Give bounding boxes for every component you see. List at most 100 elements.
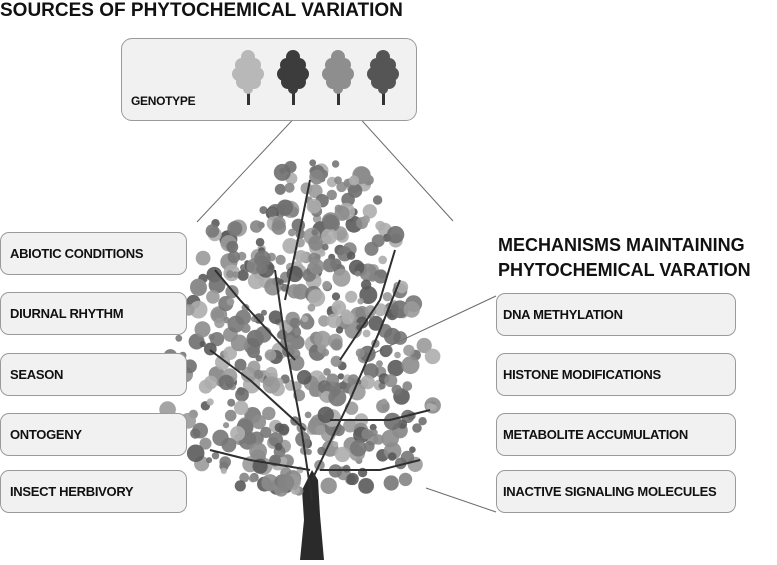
foliage-blob xyxy=(326,313,342,328)
foliage-blob xyxy=(371,234,385,248)
foliage-blob xyxy=(348,175,360,186)
foliage-blob xyxy=(418,417,427,426)
foliage-blob xyxy=(383,475,399,491)
foliage-blob xyxy=(250,431,264,446)
foliage-blob xyxy=(261,474,279,492)
foliage-blob xyxy=(226,297,235,306)
foliage-blob xyxy=(287,284,302,299)
foliage-blob xyxy=(335,326,344,334)
foliage-blob xyxy=(298,372,307,381)
foliage-blob xyxy=(321,228,338,245)
foliage-blob xyxy=(237,269,249,281)
foliage-blob xyxy=(387,452,397,461)
foliage-blob xyxy=(398,472,413,487)
foliage-blob xyxy=(277,474,295,492)
foliage-blob xyxy=(308,235,324,251)
mechanism-box-dna-methylation: DNA METHYLATION xyxy=(496,293,736,336)
foliage-blob xyxy=(274,422,284,433)
foliage-blob xyxy=(332,268,351,287)
foliage-blob xyxy=(355,348,365,358)
foliage-blob xyxy=(275,254,286,265)
foliage-blob xyxy=(206,457,213,464)
tree-branches xyxy=(209,179,431,501)
foliage-blob xyxy=(227,315,245,333)
foliage-blob xyxy=(277,279,284,285)
mechanism-box-inactive-signaling-molecules: INACTIVE SIGNALING MOLECULES xyxy=(496,470,736,513)
foliage-blob xyxy=(354,270,361,277)
foliage-blob xyxy=(360,279,372,290)
foliage-blob xyxy=(318,249,326,257)
mechanism-box-histone-modifications: HISTONE MODIFICATIONS xyxy=(496,353,736,396)
foliage-blob xyxy=(288,228,296,237)
foliage-blob xyxy=(307,289,326,307)
foliage-blob xyxy=(214,317,225,329)
foliage-blob xyxy=(373,434,384,445)
foliage-blob xyxy=(224,409,237,422)
genotype-panel: GENOTYPE xyxy=(121,38,417,121)
foliage-blob xyxy=(334,446,351,463)
foliage-blob xyxy=(322,280,332,290)
foliage-blob xyxy=(294,250,308,263)
foliage-blob xyxy=(357,298,364,305)
foliage-blob xyxy=(362,329,371,338)
foliage-blob xyxy=(223,346,238,360)
foliage-blob xyxy=(199,340,206,348)
foliage-blob xyxy=(314,330,331,348)
foliage-blob xyxy=(337,373,345,380)
foliage-blob xyxy=(255,237,265,247)
foliage-blob xyxy=(360,375,375,390)
foliage-blob xyxy=(256,263,268,275)
foliage-blob xyxy=(289,348,301,360)
foliage-blob xyxy=(190,428,201,439)
foliage-blob xyxy=(175,334,183,342)
foliage-blob xyxy=(305,448,312,456)
foliage-blob xyxy=(346,251,356,260)
foliage-blob xyxy=(288,355,305,371)
source-box-ontogeny: ONTOGENY xyxy=(0,413,187,456)
foliage-blob xyxy=(347,374,360,386)
foliage-blob xyxy=(361,428,373,440)
foliage-blob xyxy=(223,422,230,429)
tree-icon-foliage xyxy=(330,63,346,79)
foliage-blob xyxy=(330,338,343,351)
foliage-blob xyxy=(322,258,337,273)
foliage-blob xyxy=(359,286,378,304)
source-box-diurnal-rhythm: DIURNAL RHYTHM xyxy=(0,292,187,335)
foliage-blob xyxy=(261,309,267,316)
tree-trunk xyxy=(300,470,324,560)
foliage-blob xyxy=(268,310,283,325)
foliage-blob xyxy=(274,183,286,195)
foliage-blob xyxy=(346,472,359,486)
foliage-blob xyxy=(382,344,393,356)
foliage-blob xyxy=(255,326,272,343)
foliage-blob xyxy=(190,279,208,297)
foliage-blob xyxy=(241,303,250,312)
foliage-blob xyxy=(331,292,341,301)
tree-icon-trunk xyxy=(382,87,385,105)
foliage-blob xyxy=(317,406,334,423)
foliage-blob xyxy=(345,290,358,303)
foliage-blob xyxy=(334,205,350,221)
foliage-blob xyxy=(424,348,441,365)
foliage-blob xyxy=(239,472,250,483)
foliage-blob xyxy=(247,272,265,290)
foliage-blob xyxy=(220,467,227,474)
foliage-blob xyxy=(234,400,249,415)
foliage-blob xyxy=(308,258,325,275)
foliage-blob xyxy=(262,406,276,421)
foliage-blob xyxy=(378,255,388,265)
foliage-blob xyxy=(218,374,234,391)
foliage-blob xyxy=(226,270,234,279)
foliage-blob xyxy=(253,369,264,380)
foliage-blob xyxy=(341,311,355,325)
foliage-blob xyxy=(342,464,351,473)
tree-icon-foliage xyxy=(240,63,256,79)
foliage-blob xyxy=(307,303,316,312)
foliage-blob xyxy=(391,384,402,395)
foliage-blob xyxy=(330,355,342,367)
foliage-blob xyxy=(230,426,246,441)
foliage-blob xyxy=(289,317,301,329)
foliage-blob xyxy=(198,379,213,394)
foliage-blob xyxy=(306,198,322,214)
foliage-blob xyxy=(328,388,347,407)
